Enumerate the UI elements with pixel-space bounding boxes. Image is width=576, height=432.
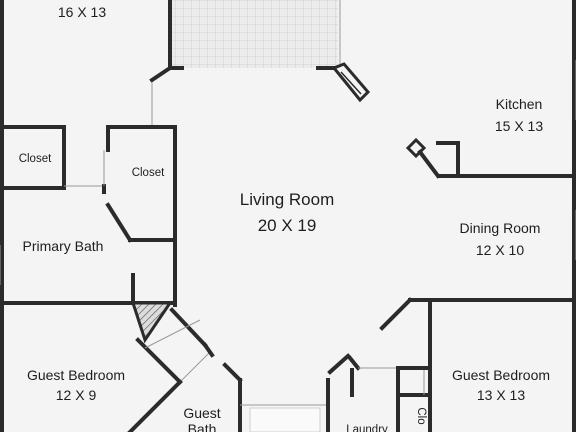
center-closet-walls bbox=[105, 125, 177, 307]
right-room-walls bbox=[379, 297, 576, 432]
laundry-label: Laundry bbox=[346, 424, 388, 432]
top-left-room-walls bbox=[0, 65, 173, 194]
guest-bedroom-right-name: Guest Bedroom bbox=[452, 367, 550, 383]
dining-room-dims: 12 X 10 bbox=[476, 242, 524, 258]
closet-right-label: Clo bbox=[415, 407, 427, 424]
guest-bedroom-left-dims: 12 X 9 bbox=[56, 387, 97, 403]
primary-bath-walls bbox=[0, 273, 177, 344]
dining-room-name: Dining Room bbox=[460, 220, 541, 236]
kitchen-dims: 15 X 13 bbox=[495, 118, 543, 134]
kitchen-walls bbox=[405, 137, 576, 179]
guest-bedroom-left-name: Guest Bedroom bbox=[27, 367, 125, 383]
closet-center-label: Closet bbox=[132, 167, 165, 179]
kitchen-name: Kitchen bbox=[496, 96, 543, 112]
fireplace bbox=[331, 62, 371, 103]
closet-left-label: Closet bbox=[19, 153, 52, 165]
guest-bedroom-right-dims: 13 X 13 bbox=[477, 387, 525, 403]
hallway-walls bbox=[127, 307, 243, 432]
top-left-room-dims: 16 X 13 bbox=[58, 4, 106, 20]
primary-bath-label: Primary Bath bbox=[23, 238, 104, 254]
guest-bath-label-line1: Guest bbox=[183, 405, 220, 421]
living-room-dims: 20 X 19 bbox=[258, 216, 317, 235]
living-room-name: Living Room bbox=[240, 190, 335, 209]
patio-area bbox=[168, 0, 341, 70]
guest-bath-label-line2: Bath bbox=[188, 421, 217, 432]
room-labels: 16 X 13 Kitchen 15 X 13 Closet Closet Li… bbox=[19, 4, 550, 432]
front-entry bbox=[240, 378, 330, 432]
laundry-walls bbox=[327, 353, 432, 432]
